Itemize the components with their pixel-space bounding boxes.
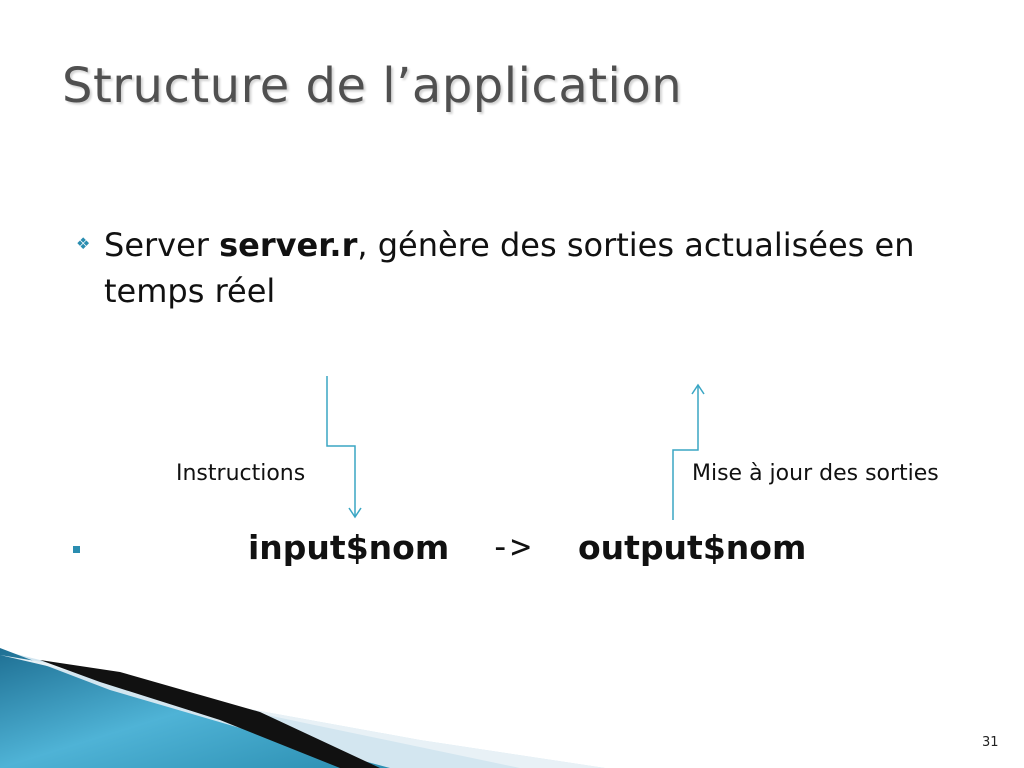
update-arrow-line <box>672 386 699 520</box>
code-output: output$nom <box>578 528 807 567</box>
bullet-prefix: Server <box>104 226 220 264</box>
bullet-server-text: Server server.r, génère des sorties actu… <box>104 222 974 314</box>
square-bullet-icon <box>73 546 80 553</box>
bullet-suffix: , génère des sorties actualisées en temp… <box>104 226 915 310</box>
slide-title: Structure de l’application <box>62 58 683 114</box>
label-instructions: Instructions <box>176 461 306 486</box>
code-arrow: -> <box>490 527 531 567</box>
update-arrow-head <box>691 383 705 395</box>
code-input: input$nom <box>248 528 450 567</box>
diamond-bullet-icon: ❖ <box>76 234 91 253</box>
bullet-filename: server.r <box>219 226 358 264</box>
label-mise-a-jour: Mise à jour des sorties <box>692 461 939 486</box>
page-number: 31 <box>982 735 999 750</box>
instructions-arrow-line <box>326 376 356 516</box>
instructions-arrow-head <box>348 507 362 519</box>
